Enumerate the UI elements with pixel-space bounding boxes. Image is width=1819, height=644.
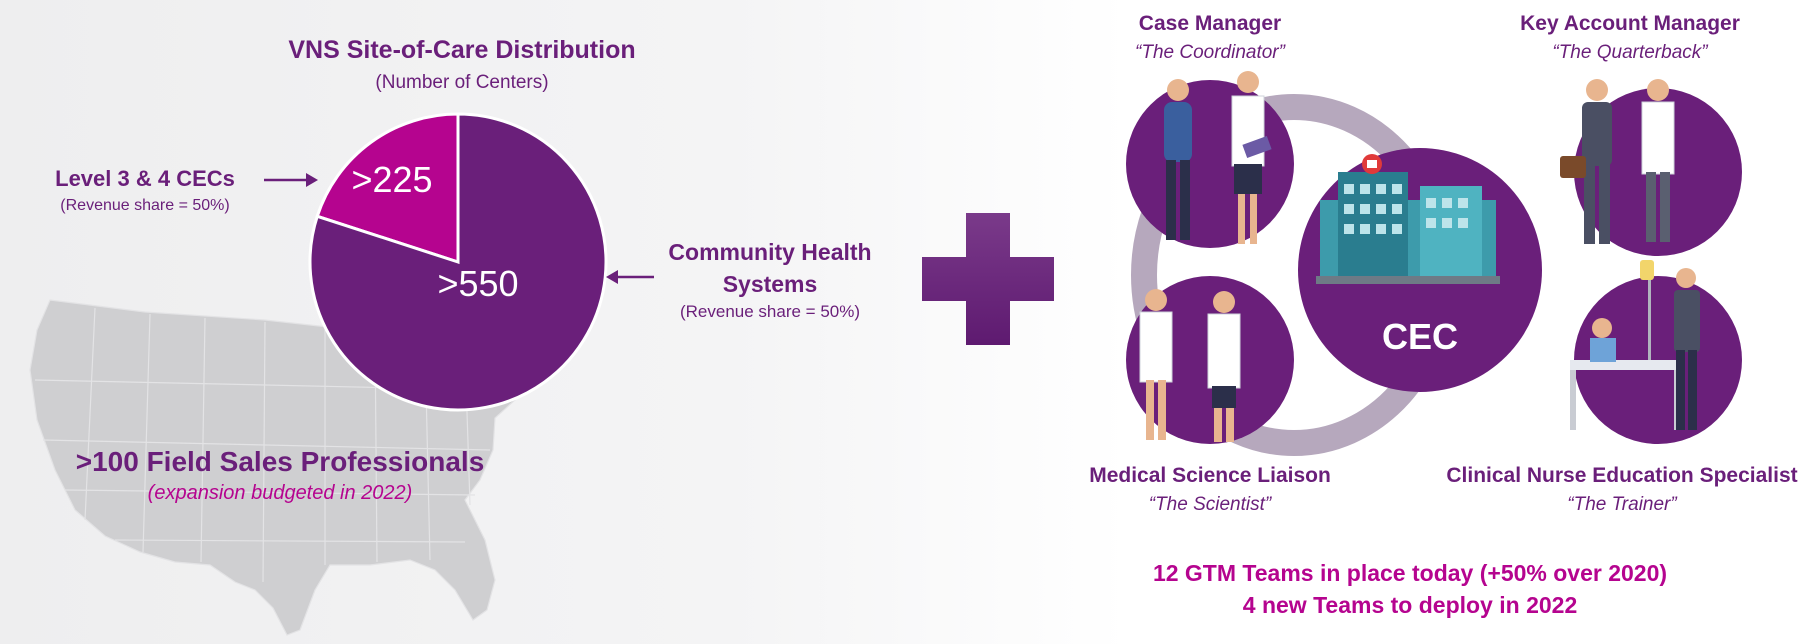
community-health-systems-line2: Systems	[722, 271, 818, 297]
pie-slice-2	[308, 112, 608, 412]
arrow-right-icon	[264, 173, 318, 187]
role-medical-science-liaison-title: Medical Science Liaison	[1089, 464, 1331, 487]
clinical-nurse-educator-people-icon	[1570, 260, 1700, 430]
plus-icon	[922, 213, 1054, 345]
level-3-4-cecs-revenue-note: (Revenue share = 50%)	[60, 197, 230, 214]
role-case-manager-title: Case Manager	[1138, 12, 1282, 35]
field-sales-note: (expansion budgeted in 2022)	[147, 482, 413, 504]
gtm-teams-today: 12 GTM Teams in place today (+50% over 2…	[1152, 560, 1668, 586]
role-key-account-manager-title: Key Account Manager	[1520, 12, 1740, 35]
case-manager-circle	[1126, 80, 1294, 248]
role-clinical-nurse-educator-title: Clinical Nurse Education Specialist	[1446, 464, 1798, 487]
pie-slice-1	[315, 112, 460, 265]
medical-science-liaison-people-icon	[1139, 289, 1241, 442]
role-case-manager-nickname: “The Coordinator”	[1135, 42, 1285, 63]
team-illustrations	[1139, 71, 1700, 442]
community-health-revenue-note: (Revenue share = 50%)	[679, 302, 861, 321]
field-sales-title: >100 Field Sales Professionals	[75, 446, 485, 477]
role-medical-science-liaison-nickname: “The Scientist”	[1148, 494, 1272, 515]
pie-slice-label-2: >550	[437, 263, 518, 304]
community-health-systems-line1: Community Health	[668, 239, 872, 265]
site-of-care-pie-chart: >225 >550	[308, 112, 608, 412]
hospital-building-icon	[1316, 154, 1500, 284]
pie-slice-label-1: >225	[351, 159, 432, 200]
gtm-teams-new: 4 new Teams to deploy in 2022	[1242, 592, 1578, 618]
role-key-account-manager-nickname: “The Quarterback”	[1552, 42, 1708, 63]
role-clinical-nurse-educator-nickname: “The Trainer”	[1567, 494, 1677, 515]
arrow-left-icon	[606, 270, 654, 284]
cec-label: CEC	[1381, 316, 1458, 357]
case-manager-people-icon	[1164, 71, 1272, 244]
pie-subtitle: (Number of Centers)	[375, 72, 549, 93]
pie-title: VNS Site-of-Care Distribution	[288, 36, 636, 64]
key-account-manager-people-icon	[1560, 79, 1675, 244]
community-health-systems-label: Community Health Systems	[650, 236, 890, 300]
level-3-4-cecs-label: Level 3 & 4 CECs	[55, 166, 235, 191]
